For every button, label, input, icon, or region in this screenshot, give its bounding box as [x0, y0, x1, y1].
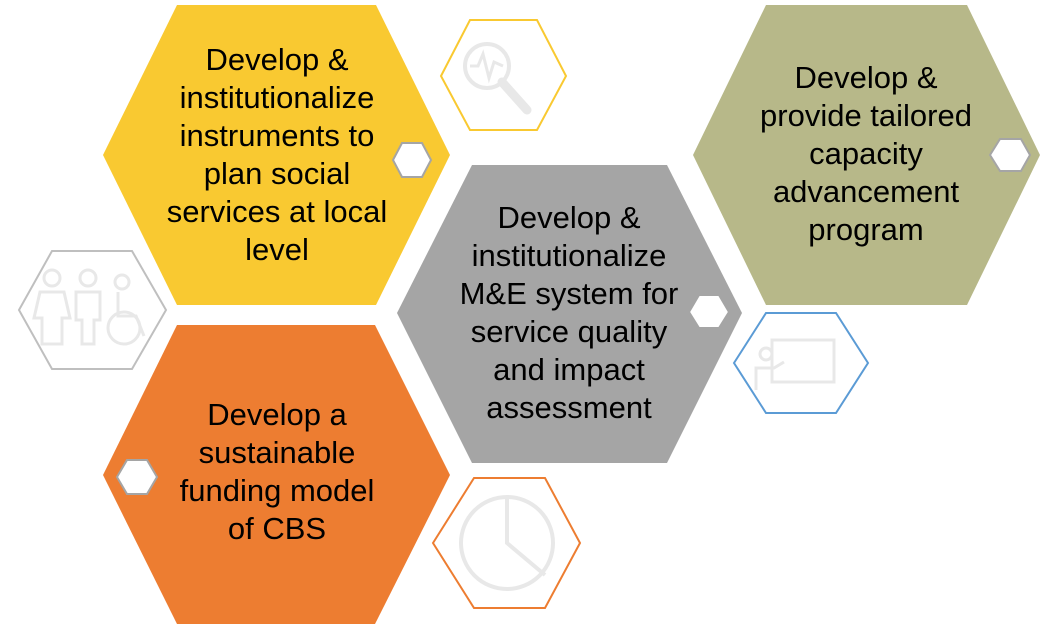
hex-monitoring-line: Develop & — [497, 200, 640, 235]
hex-monitoring-line: assessment — [486, 390, 652, 425]
hex-capacity-line: provide tailored — [760, 98, 972, 133]
presentation-icon — [732, 312, 870, 414]
search-icon — [439, 19, 568, 131]
connector-hex-capacity — [988, 138, 1032, 172]
hex-monitoring-line: institutionalize — [472, 238, 667, 273]
hex-capacity-line: Develop & — [794, 60, 937, 95]
pie-chart-icon — [431, 477, 582, 609]
hex-plan-line: plan social — [204, 156, 350, 191]
people-icon — [17, 250, 168, 370]
hex-capacity-line: capacity — [809, 136, 923, 171]
hex-monitoring-shape — [397, 165, 742, 463]
hex-monitoring-line: service quality — [471, 314, 668, 349]
hex-capacity-line: program — [808, 212, 923, 247]
connector-hex-monitoring — [687, 294, 731, 329]
hex-monitoring-line: and impact — [493, 352, 645, 387]
connector-hex-funding — [115, 459, 159, 495]
hex-plan-shape — [103, 5, 450, 305]
hex-funding-line: Develop a — [207, 397, 347, 432]
connector-hex-plan — [391, 142, 433, 178]
hex-funding-line: sustainable — [199, 435, 356, 470]
hex-plan-line: institutionalize — [180, 80, 375, 115]
hex-capacity-shape — [693, 5, 1040, 305]
hex-plan-line: instruments to — [180, 118, 375, 153]
hex-capacity-line: advancement — [773, 174, 960, 209]
hex-plan-line: Develop & — [205, 42, 348, 77]
hex-plan-line: services at local — [167, 194, 388, 229]
hex-funding-shape — [103, 325, 450, 624]
hex-plan-line: level — [245, 232, 309, 267]
hex-monitoring-line: M&E system for — [460, 276, 679, 311]
hex-funding-line: funding model — [180, 473, 375, 508]
hex-funding-line: of CBS — [228, 511, 326, 546]
